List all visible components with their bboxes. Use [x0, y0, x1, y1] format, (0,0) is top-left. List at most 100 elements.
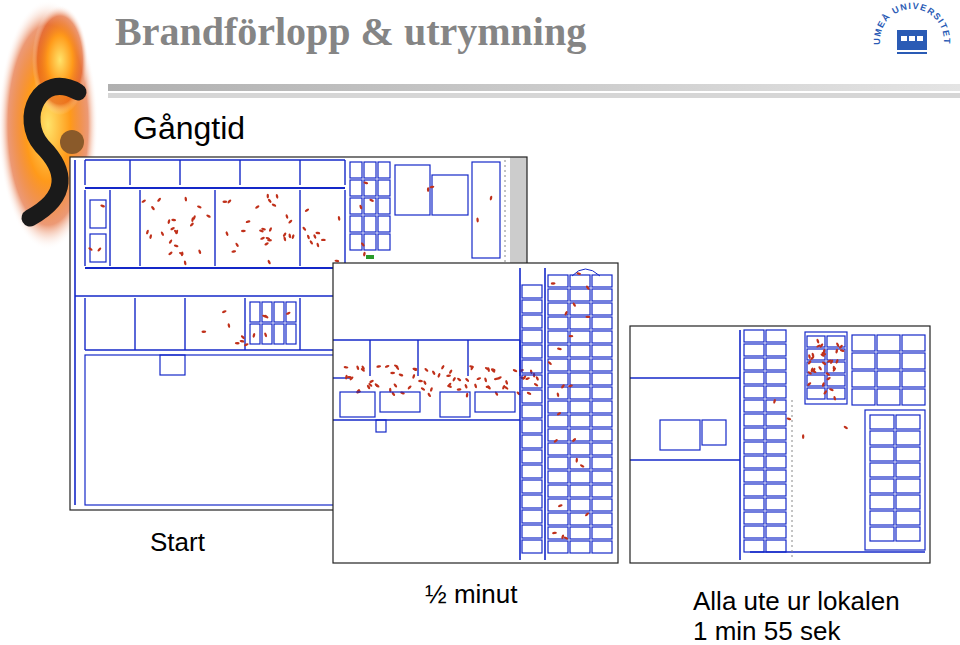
room: [766, 526, 786, 538]
person-dot: [241, 230, 246, 233]
wall: [417, 340, 418, 376]
room: [350, 234, 362, 250]
person-dot: [398, 373, 403, 377]
room: [592, 499, 612, 511]
wall: [630, 377, 740, 379]
room: [522, 435, 542, 448]
person-dot: [487, 385, 492, 390]
wall: [544, 268, 546, 560]
people: [773, 399, 849, 439]
room: [744, 386, 764, 398]
person-dot: [429, 185, 434, 188]
person-dot: [206, 214, 211, 218]
person-dot: [222, 201, 227, 203]
person-dot: [173, 244, 178, 248]
room: [896, 447, 920, 461]
person-dot: [465, 377, 470, 382]
wall: [179, 160, 180, 185]
room: [522, 540, 542, 553]
person-dot: [356, 389, 361, 394]
bar-stripe: [108, 93, 960, 98]
logo-base: [897, 52, 927, 54]
room: [570, 317, 590, 329]
wall: [344, 160, 345, 185]
room: [570, 331, 590, 343]
room: [570, 471, 590, 483]
room: [766, 330, 786, 342]
people: [344, 364, 540, 398]
room: [548, 401, 568, 413]
room: [827, 362, 845, 373]
room: [570, 373, 590, 385]
wall: [109, 190, 110, 266]
person-dot: [255, 205, 260, 210]
room: [592, 331, 612, 343]
wall: [299, 160, 300, 185]
room: [378, 162, 390, 178]
room: [766, 442, 786, 454]
room: [902, 389, 925, 405]
room: [364, 162, 376, 178]
person-dot: [576, 272, 581, 275]
person-dot: [235, 342, 240, 345]
person-dot: [441, 365, 446, 370]
room: [395, 165, 430, 215]
wall: [739, 330, 741, 560]
room: [766, 470, 786, 482]
person-dot: [437, 373, 441, 378]
person-dot: [427, 187, 429, 192]
person-dot: [556, 411, 561, 416]
person-dot: [363, 251, 366, 256]
room: [440, 392, 470, 417]
room: [827, 388, 845, 399]
room: [766, 540, 786, 552]
wall: [244, 298, 245, 350]
person-dot: [456, 377, 461, 382]
room: [522, 405, 542, 418]
room: [472, 162, 500, 258]
room: [870, 495, 894, 509]
person-dot: [222, 310, 227, 314]
person-dot: [366, 384, 371, 389]
room: [522, 285, 542, 298]
room: [548, 345, 568, 357]
room: [902, 371, 925, 387]
room: [262, 302, 272, 322]
person-dot: [525, 377, 530, 381]
room: [548, 303, 568, 315]
logo-window: [901, 36, 907, 41]
room: [522, 480, 542, 493]
room: [592, 485, 612, 497]
person-dot: [184, 196, 187, 201]
person-dot: [393, 383, 398, 388]
room: [570, 345, 590, 357]
room: [522, 360, 542, 373]
room: [548, 471, 568, 483]
person-dot: [168, 251, 173, 256]
room: [827, 349, 845, 360]
person-dot: [245, 220, 250, 223]
person-dot: [487, 367, 490, 372]
room: [350, 180, 362, 196]
person-dot: [407, 385, 412, 390]
room: [896, 495, 920, 509]
person-dot: [423, 380, 427, 385]
person-dot: [171, 218, 176, 221]
room: [378, 198, 390, 214]
person-dot: [227, 323, 230, 328]
person-dot: [285, 214, 289, 219]
person-dot: [173, 229, 178, 234]
person-dot: [183, 260, 186, 265]
person-dot: [412, 374, 416, 379]
room: [592, 387, 612, 399]
person-dot: [360, 242, 365, 247]
room: [766, 484, 786, 496]
person-dot: [309, 240, 314, 245]
wall: [139, 190, 140, 266]
room: [744, 372, 764, 384]
person-dot: [100, 204, 105, 208]
person-dot: [829, 388, 834, 392]
room: [592, 317, 612, 329]
person-dot: [267, 194, 269, 199]
room: [744, 442, 764, 454]
